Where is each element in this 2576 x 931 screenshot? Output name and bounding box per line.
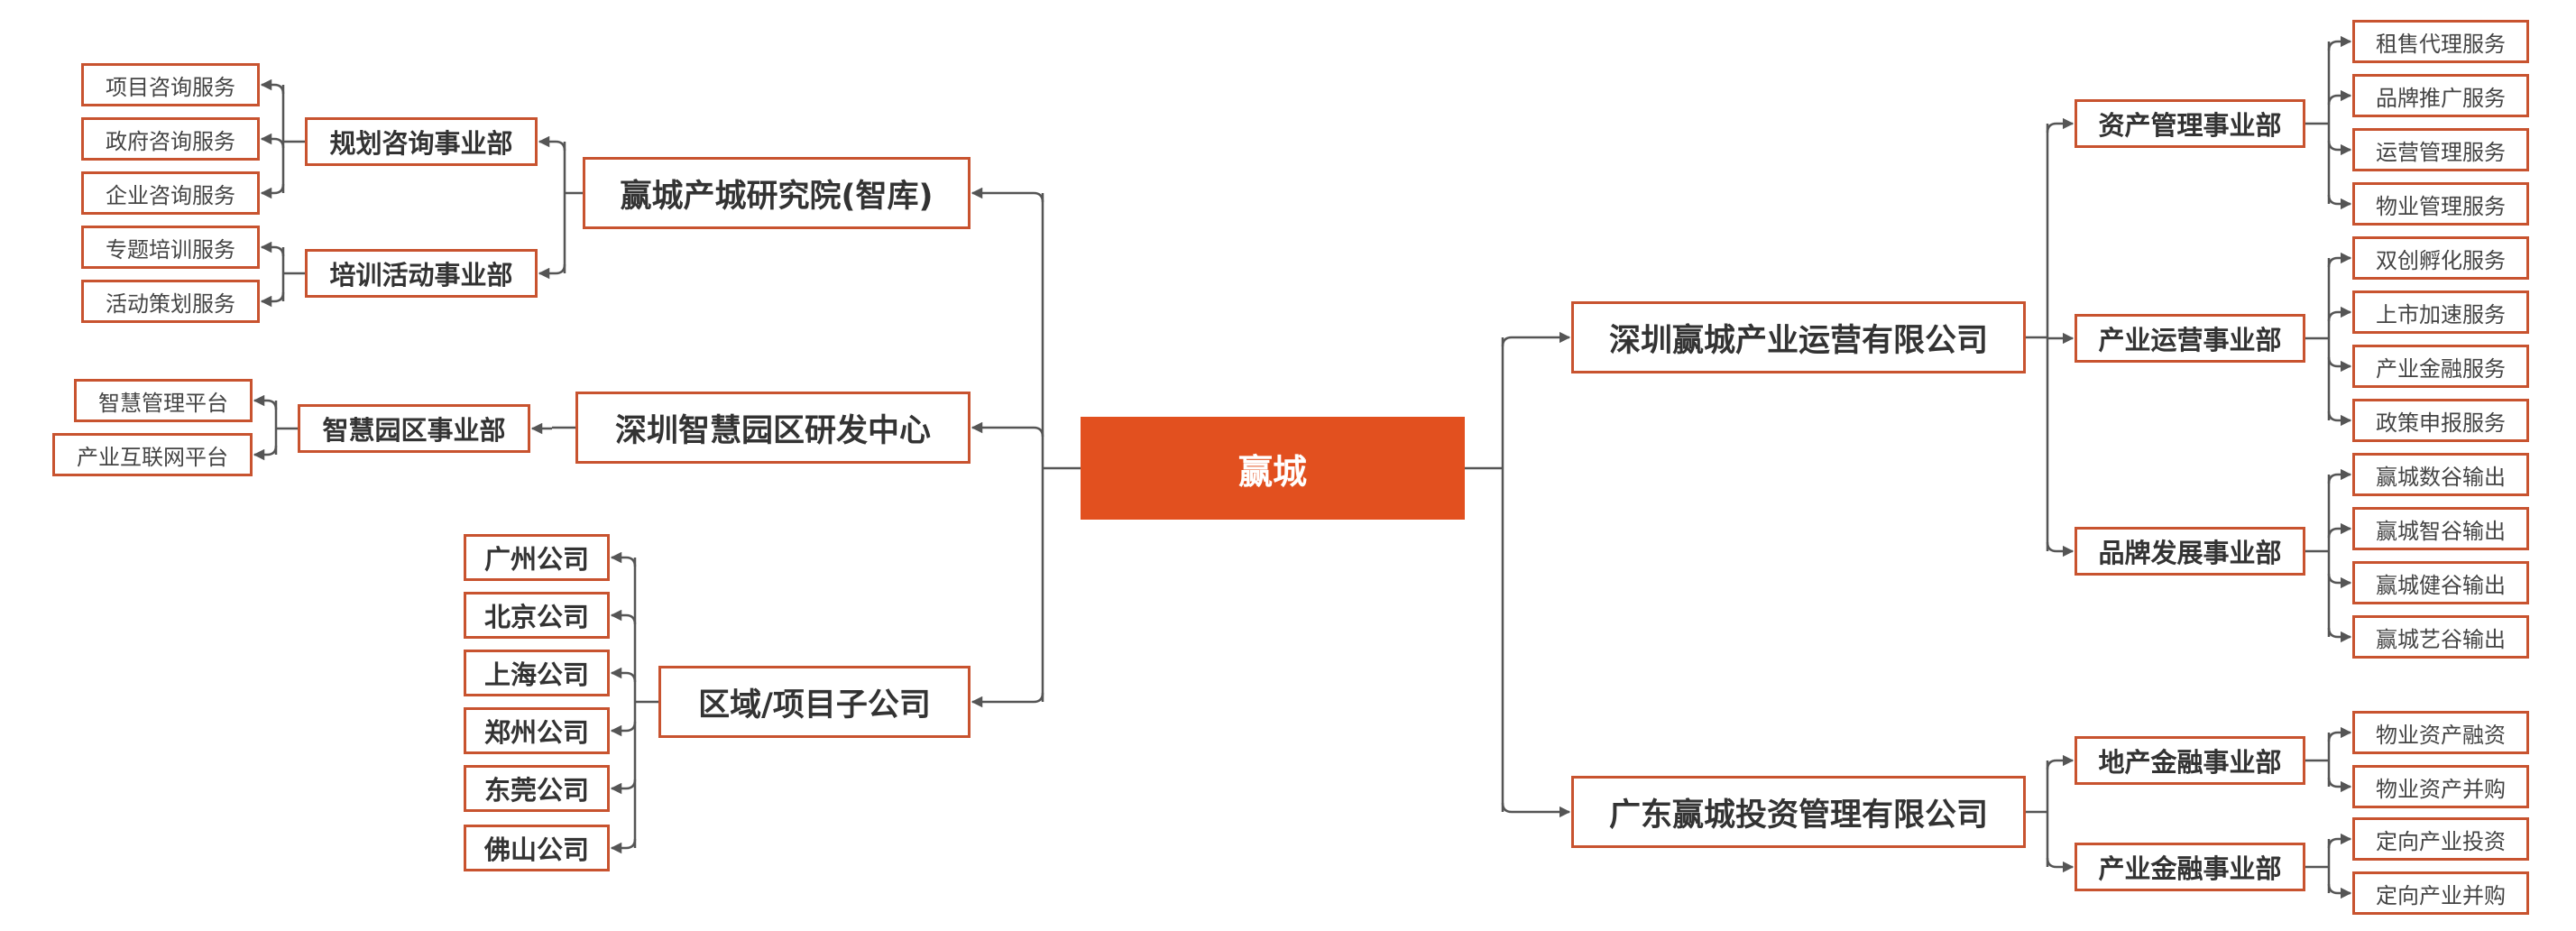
connector-branch [2046,754,2075,770]
service-smart-management-platform[interactable]: 智慧管理平台 [74,379,253,422]
connector-branch [2046,541,2075,558]
connector-branch [610,838,637,854]
company-guangzhou[interactable]: 广州公司 [464,534,610,581]
service-leasing-agency[interactable]: 租售代理服务 [2352,20,2529,63]
connector-branch [2327,522,2352,539]
planning-consulting-dept-node[interactable]: 规划咨询事业部 [305,117,538,166]
service-jiangu-output[interactable]: 赢城健谷输出 [2352,561,2529,604]
connector-branch [538,263,566,280]
industry-operations-dept-node[interactable]: 产业运营事业部 [2075,314,2305,363]
smart-park-dept-node[interactable]: 智慧园区事业部 [298,404,530,453]
connector-branch [2327,35,2352,51]
service-property-asset-ma[interactable]: 物业资产并购 [2352,765,2529,808]
connector-branch [2327,252,2352,268]
service-property-management[interactable]: 物业管理服务 [2352,182,2529,226]
connector-branch [260,78,285,95]
service-policy-application[interactable]: 政策申报服务 [2352,399,2529,442]
connector-branch [971,692,1044,708]
connector-branch [2327,89,2352,106]
company-foshan[interactable]: 佛山公司 [464,825,610,871]
service-property-asset-financing[interactable]: 物业资产融资 [2352,711,2529,754]
connector-branch [2327,468,2352,484]
service-event-planning[interactable]: 活动策划服务 [81,280,260,323]
connector-branch [2327,140,2352,156]
company-zhengzhou[interactable]: 郑州公司 [464,707,610,754]
service-enterprise-consulting[interactable]: 企业咨询服务 [81,171,260,215]
connector-branch [610,721,637,737]
connector-branch [1501,331,1571,347]
service-topic-training[interactable]: 专题培训服务 [81,226,260,269]
connector-branch [2327,410,2352,427]
connector-branch [2327,356,2352,373]
connector-branch [538,135,566,152]
service-operations-management[interactable]: 运营管理服务 [2352,128,2529,171]
service-targeted-industry-investment[interactable]: 定向产业投资 [2352,817,2529,861]
connector-branch [971,421,1044,438]
connector-branch [260,241,285,257]
asset-management-dept-node[interactable]: 资产管理事业部 [2075,99,2305,148]
service-targeted-industry-ma[interactable]: 定向产业并购 [2352,871,2529,915]
company-dongguan[interactable]: 东莞公司 [464,765,610,812]
connector-branch [610,779,637,795]
research-institute-node[interactable]: 赢城产城研究院(智库) [583,157,971,229]
regional-subsidiaries-node[interactable]: 区域/项目子公司 [658,666,971,738]
connector-branch [610,609,637,625]
connector-branch [2327,833,2352,849]
industry-finance-dept-node[interactable]: 产业金融事业部 [2075,843,2305,891]
connector-branch [2046,857,2075,873]
connector-branch [1501,802,1571,818]
connector-branch [971,187,1044,203]
training-events-dept-node[interactable]: 培训活动事业部 [305,249,538,298]
connector-branch [2327,194,2352,210]
connector-branch [260,291,285,308]
company-shanghai[interactable]: 上海公司 [464,650,610,696]
service-brand-promotion[interactable]: 品牌推广服务 [2352,74,2529,117]
service-government-consulting[interactable]: 政府咨询服务 [81,117,260,161]
connector-branch [253,394,278,410]
smart-park-center-node[interactable]: 深圳智慧园区研发中心 [575,392,971,464]
company-beijing[interactable]: 北京公司 [464,592,610,639]
connector-branch [2327,883,2352,899]
service-ipo-acceleration[interactable]: 上市加速服务 [2352,290,2529,334]
service-zhigu-output[interactable]: 赢城智谷输出 [2352,507,2529,550]
connector-branch [610,551,637,567]
connector-branch [260,183,285,199]
connector-branch [260,133,285,149]
service-innovation-incubation[interactable]: 双创孵化服务 [2352,236,2529,280]
connector-branch [2327,306,2352,322]
real-estate-finance-dept-node[interactable]: 地产金融事业部 [2075,736,2305,785]
brand-development-dept-node[interactable]: 品牌发展事业部 [2075,527,2305,576]
service-shugu-output[interactable]: 赢城数谷输出 [2352,453,2529,496]
connector-branch [610,667,637,683]
connector-branch [2046,117,2075,134]
service-industrial-internet-platform[interactable]: 产业互联网平台 [52,433,253,476]
connector-branch [2327,777,2352,793]
connector-branch [2327,627,2352,643]
connector-branch [253,445,278,461]
service-project-consulting[interactable]: 项目咨询服务 [81,63,260,106]
investment-company-node[interactable]: 广东赢城投资管理有限公司 [1571,776,2026,848]
connector-branch [2327,726,2352,742]
root-node[interactable]: 赢城 [1081,417,1465,520]
service-yigu-output[interactable]: 赢城艺谷输出 [2352,615,2529,659]
connector-branch [2327,573,2352,589]
service-industry-finance[interactable]: 产业金融服务 [2352,345,2529,388]
operations-company-node[interactable]: 深圳赢城产业运营有限公司 [1571,301,2026,373]
